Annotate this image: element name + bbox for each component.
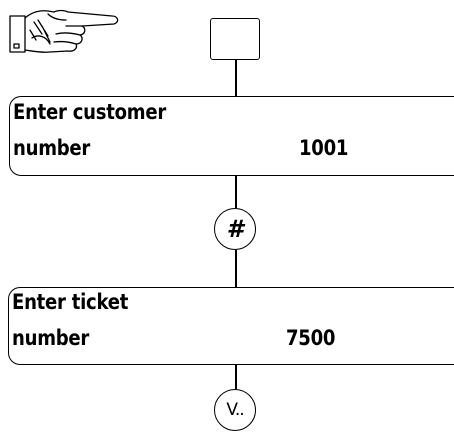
blank-square-key[interactable] — [210, 18, 260, 60]
connector-line — [235, 365, 237, 389]
connector-line — [235, 250, 237, 288]
display-line-2: number — [13, 136, 91, 160]
connector-line — [235, 176, 237, 208]
display-line-1: Enter customer — [13, 100, 166, 124]
display-ticket-number: Enter ticket number 7500 — [8, 287, 454, 365]
v-key[interactable]: V.. — [214, 389, 256, 431]
display-line-1: Enter ticket — [12, 290, 129, 314]
display-value: 7500 — [286, 326, 336, 350]
display-value: 1001 — [299, 136, 349, 160]
v-key-label: V.. — [226, 399, 244, 420]
hash-key[interactable]: # — [214, 208, 256, 250]
display-customer-number: Enter customer number 1001 — [9, 96, 454, 176]
connector-line — [235, 60, 237, 96]
hash-key-label: # — [226, 215, 244, 243]
display-line-2: number — [12, 326, 90, 350]
pointing-hand-icon — [9, 9, 119, 53]
